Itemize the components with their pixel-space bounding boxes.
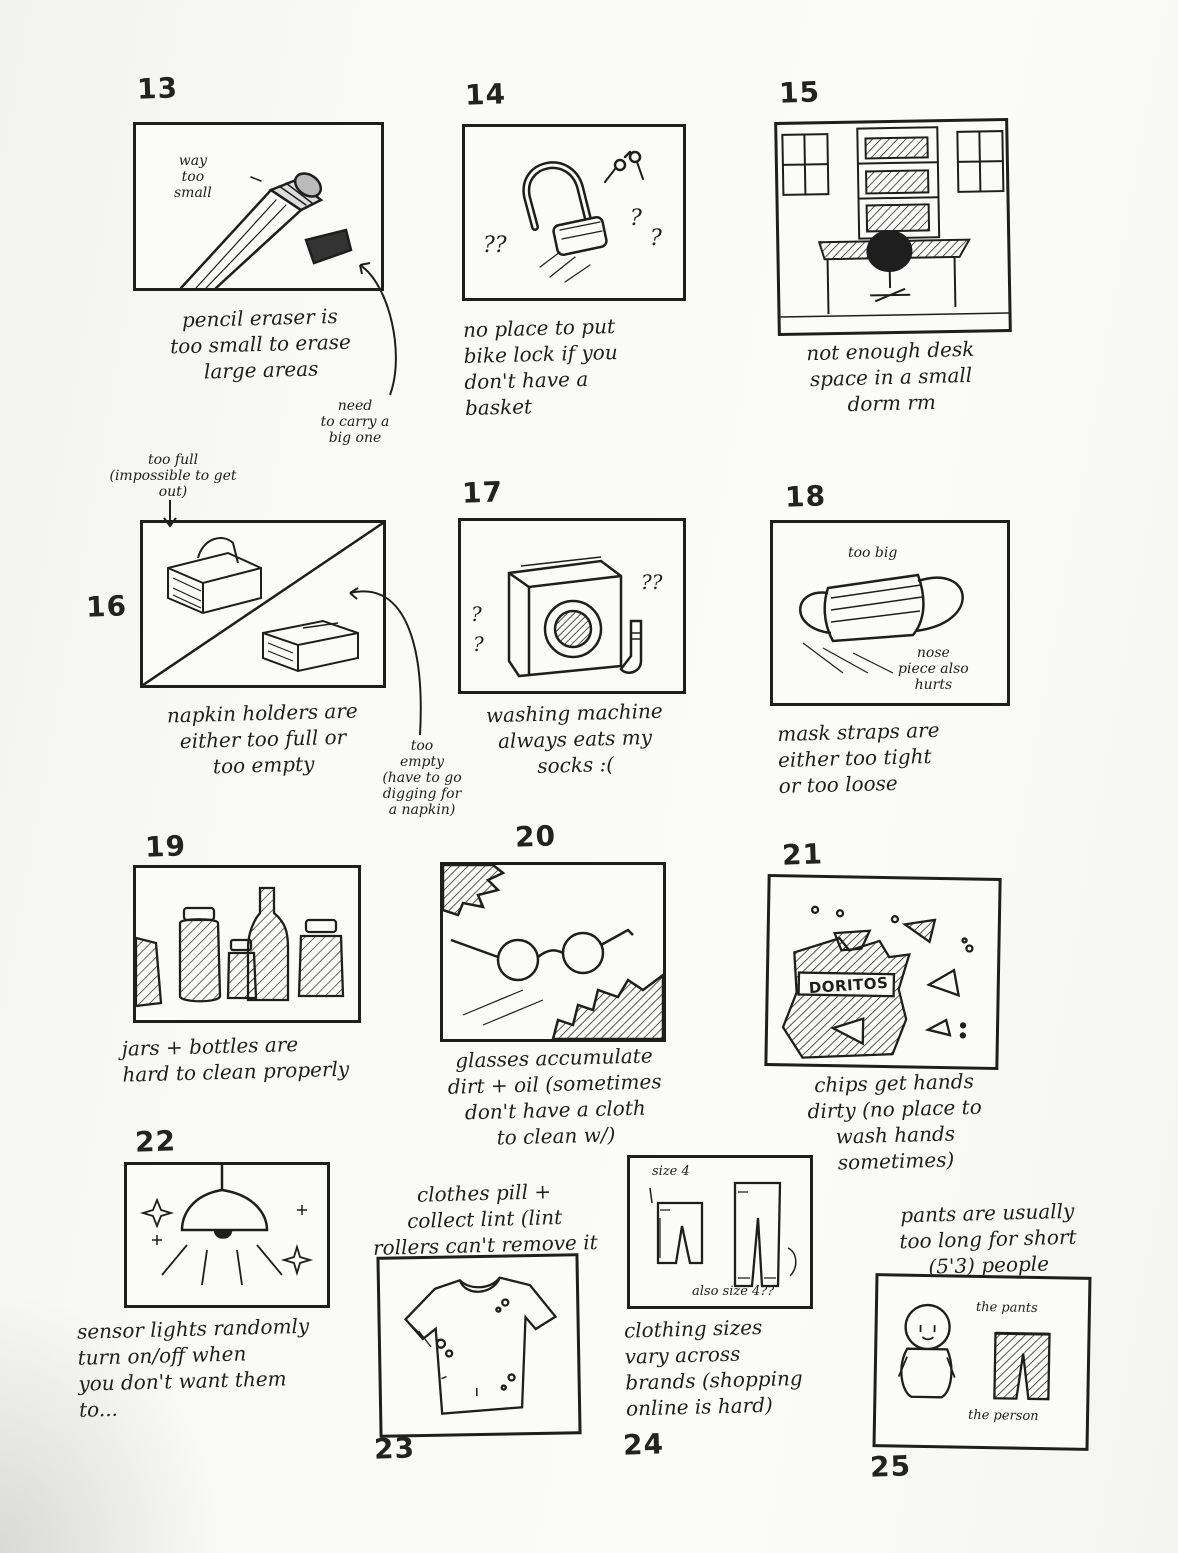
sketch-number: 20 (514, 819, 557, 854)
sketch-caption: pants are usually too long for short (5'… (899, 1198, 1077, 1279)
face-mask-drawing (799, 573, 964, 674)
sketch-caption: clothing sizes vary across brands (shopp… (623, 1315, 803, 1421)
sketch-panel-pants-length: the pants the person (872, 1273, 1092, 1451)
sketch-number: 17 (461, 475, 504, 510)
sketch-panel-sensor-lights (124, 1162, 330, 1308)
sketch-number: 16 (85, 589, 128, 624)
sketch-caption: washing machine always eats my socks :( (485, 698, 663, 778)
page-shadow (0, 1293, 230, 1553)
svg-text:??: ?? (483, 233, 507, 258)
sketch-caption: glasses accumulate dirt + oil (sometimes… (447, 1043, 662, 1150)
sketch-number: 14 (464, 77, 507, 112)
sketch-panel-lint-shirt (376, 1253, 582, 1438)
label-the-pants: the pants (975, 1299, 1038, 1316)
sketch-number: 21 (781, 837, 824, 872)
pants-sizes-drawing (649, 1181, 797, 1288)
note-way-too-small: way too small (174, 153, 212, 201)
sketch-number: 25 (869, 1449, 912, 1484)
sketch-caption: not enough desk space in a small dorm rm (806, 336, 975, 417)
svg-text:?: ? (630, 206, 642, 231)
sketch-panel-jars-bottles (133, 865, 361, 1023)
sketch-panel-pencil-eraser: way too small (133, 122, 384, 291)
svg-text:?: ? (471, 602, 482, 626)
svg-text:?: ? (650, 226, 662, 251)
napkin-holder-drawing (143, 523, 383, 685)
arrow-icon (163, 500, 177, 528)
sketch-number: 23 (373, 1431, 416, 1466)
note-too-empty: too empty (have to go digging for a napk… (382, 738, 462, 818)
bike-lock-drawing: ?? ? ? (483, 150, 662, 283)
dorm-desk-drawing (780, 126, 1009, 318)
label-the-person: the person (967, 1407, 1039, 1424)
sketch-number: 15 (778, 75, 821, 110)
sketch-number: 22 (134, 1124, 177, 1159)
person-pants-drawing (897, 1303, 1051, 1401)
pencil-drawing (179, 172, 353, 288)
sketch-panel-bike-lock: ?? ? ? (462, 124, 686, 301)
washing-machine-drawing: ?? ?? (471, 556, 663, 678)
arrow-icon (359, 262, 397, 396)
sketch-caption: jars + bottles are hard to clean properl… (121, 1032, 350, 1087)
label-size-4: size 4 (652, 1164, 690, 1179)
sketch-panel-desk-space (774, 117, 1012, 337)
note-too-big: too big (848, 545, 898, 561)
sketch-caption: no place to put bike lock if you don't h… (462, 314, 618, 420)
sketch-panel-washing-machine: ?? ?? (458, 518, 686, 694)
label-also-size-4: also size 4?? (692, 1284, 775, 1299)
sketch-panel-mask-straps: too big nose piece also hurts (770, 520, 1010, 706)
sketch-panel-glasses (440, 862, 666, 1042)
sketch-number: 13 (136, 71, 179, 106)
chips-bag-drawing (781, 905, 974, 1059)
glasses-drawing (443, 865, 663, 1039)
tshirt-drawing (403, 1276, 558, 1415)
sketch-number: 24 (622, 1427, 665, 1462)
jars-bottles-drawing (136, 886, 345, 1008)
sketch-panel-clothing-sizes: size 4 also size 4?? (627, 1155, 813, 1309)
sketch-caption: mask straps are either too tight or too … (777, 717, 940, 798)
svg-text:?: ? (473, 632, 484, 656)
sketch-panel-chips: DORITOS (764, 873, 1002, 1071)
note-nose-piece: nose piece also hurts (898, 645, 969, 693)
note-too-full: too full (impossible to get out) (109, 452, 237, 500)
note-need-big-eraser: need to carry a big one (320, 398, 390, 446)
sketch-number: 19 (144, 829, 187, 864)
sketch-number: 18 (784, 479, 827, 514)
svg-text:??: ?? (641, 570, 663, 594)
arrow-icon (349, 587, 422, 736)
ceiling-lamp-drawing (139, 1165, 314, 1286)
sketch-panel-napkin-holders (140, 520, 386, 688)
sketch-caption: sensor lights randomly turn on/off when … (76, 1313, 310, 1422)
